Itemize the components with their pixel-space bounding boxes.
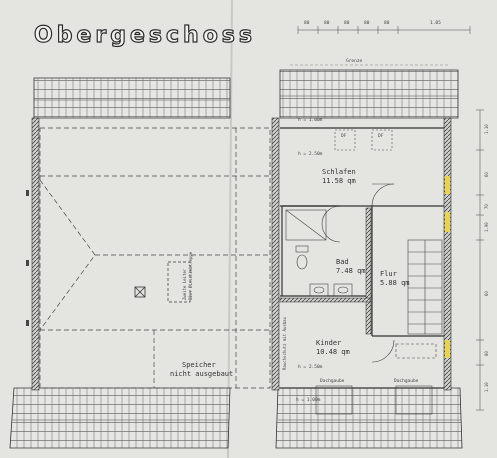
roof-band-top [33, 69, 459, 119]
grenze-label: Grenze [346, 58, 363, 64]
room-flur-area: 5.88 qm [380, 279, 410, 287]
skylight-label-2: DF [378, 133, 384, 139]
dachgaube-label-left: Dachgaube [320, 378, 345, 384]
dim-right-4: 1.90 [484, 222, 489, 232]
schlafen-height-top: h = 1.00m [298, 117, 323, 123]
top-dimension-chain [297, 26, 471, 34]
loft-ladder: Zweite Leiter Bier Einschiebtreppe [167, 251, 193, 303]
wall-center-partition [271, 117, 280, 391]
wall-right-outer [443, 117, 452, 391]
loft-ladder-label-1: Zweite Leiter [182, 268, 187, 300]
room-walls-right [280, 127, 444, 389]
room-schlafen-name: Schlafen [322, 168, 356, 176]
door-swings [321, 183, 395, 363]
dim-right-5: 60 [484, 291, 489, 296]
skylight-label-1: DF [341, 133, 347, 139]
attic-wall-markers [26, 190, 29, 326]
speicher-label: Speicher [182, 361, 216, 369]
dim-top-3: 80 [344, 20, 350, 26]
room-flur-name: Flur [380, 270, 397, 278]
highlight-markers [445, 176, 450, 358]
skylights [334, 129, 393, 151]
room-bad-name: Bad [336, 258, 349, 266]
dim-right-2: 60 [484, 172, 489, 177]
room-kinder-area: 10.48 qm [316, 348, 350, 356]
dim-top-4: 80 [364, 20, 370, 26]
right-dimension-chain [476, 109, 484, 411]
dim-right-6: 80 [484, 351, 489, 356]
shower [285, 209, 327, 241]
paper-fold [227, 0, 233, 458]
wall-left-outer [31, 117, 40, 391]
loft-ladder-label-2: Bier Einschiebtreppe [188, 251, 193, 300]
dim-top-2: 80 [324, 20, 330, 26]
room-kinder-name: Kinder [316, 339, 341, 347]
washbasins [309, 283, 353, 297]
schlafen-height: h = 2.50m [298, 151, 323, 157]
dim-right-7: 1.10 [484, 382, 489, 392]
dormer-outline [315, 385, 433, 415]
toilet [295, 245, 309, 270]
dim-right-1: 1.10 [484, 124, 489, 134]
wall-bad-bottom [279, 297, 371, 303]
room-bad-area: 7.48 qm [336, 267, 366, 275]
staircase [407, 239, 443, 335]
dim-top-1: 80 [304, 20, 310, 26]
attic-dashed-outline [39, 127, 271, 389]
drawing-title: Obergeschoss [34, 23, 256, 48]
roof-hatch-symbol [134, 286, 146, 298]
dim-top-5: 80 [384, 20, 390, 26]
roof-band-bottom [9, 387, 463, 449]
dim-right-3: 70 [484, 204, 489, 209]
speicher-sublabel: nicht ausgebaut [170, 370, 233, 378]
room-schlafen-area: 11.58 qm [322, 177, 356, 185]
dachgaube-label-right: Dachgaube [394, 378, 419, 384]
wall-bad-right [365, 207, 372, 335]
bottom-height: h = 1.00m [296, 397, 321, 403]
kinder-height: h = 2.50m [298, 364, 323, 370]
wall-note: Rauchschutz mit Ausbau [282, 316, 287, 370]
dim-top-6: 1.05 [430, 20, 441, 26]
kinder-window-dashed [395, 343, 437, 359]
